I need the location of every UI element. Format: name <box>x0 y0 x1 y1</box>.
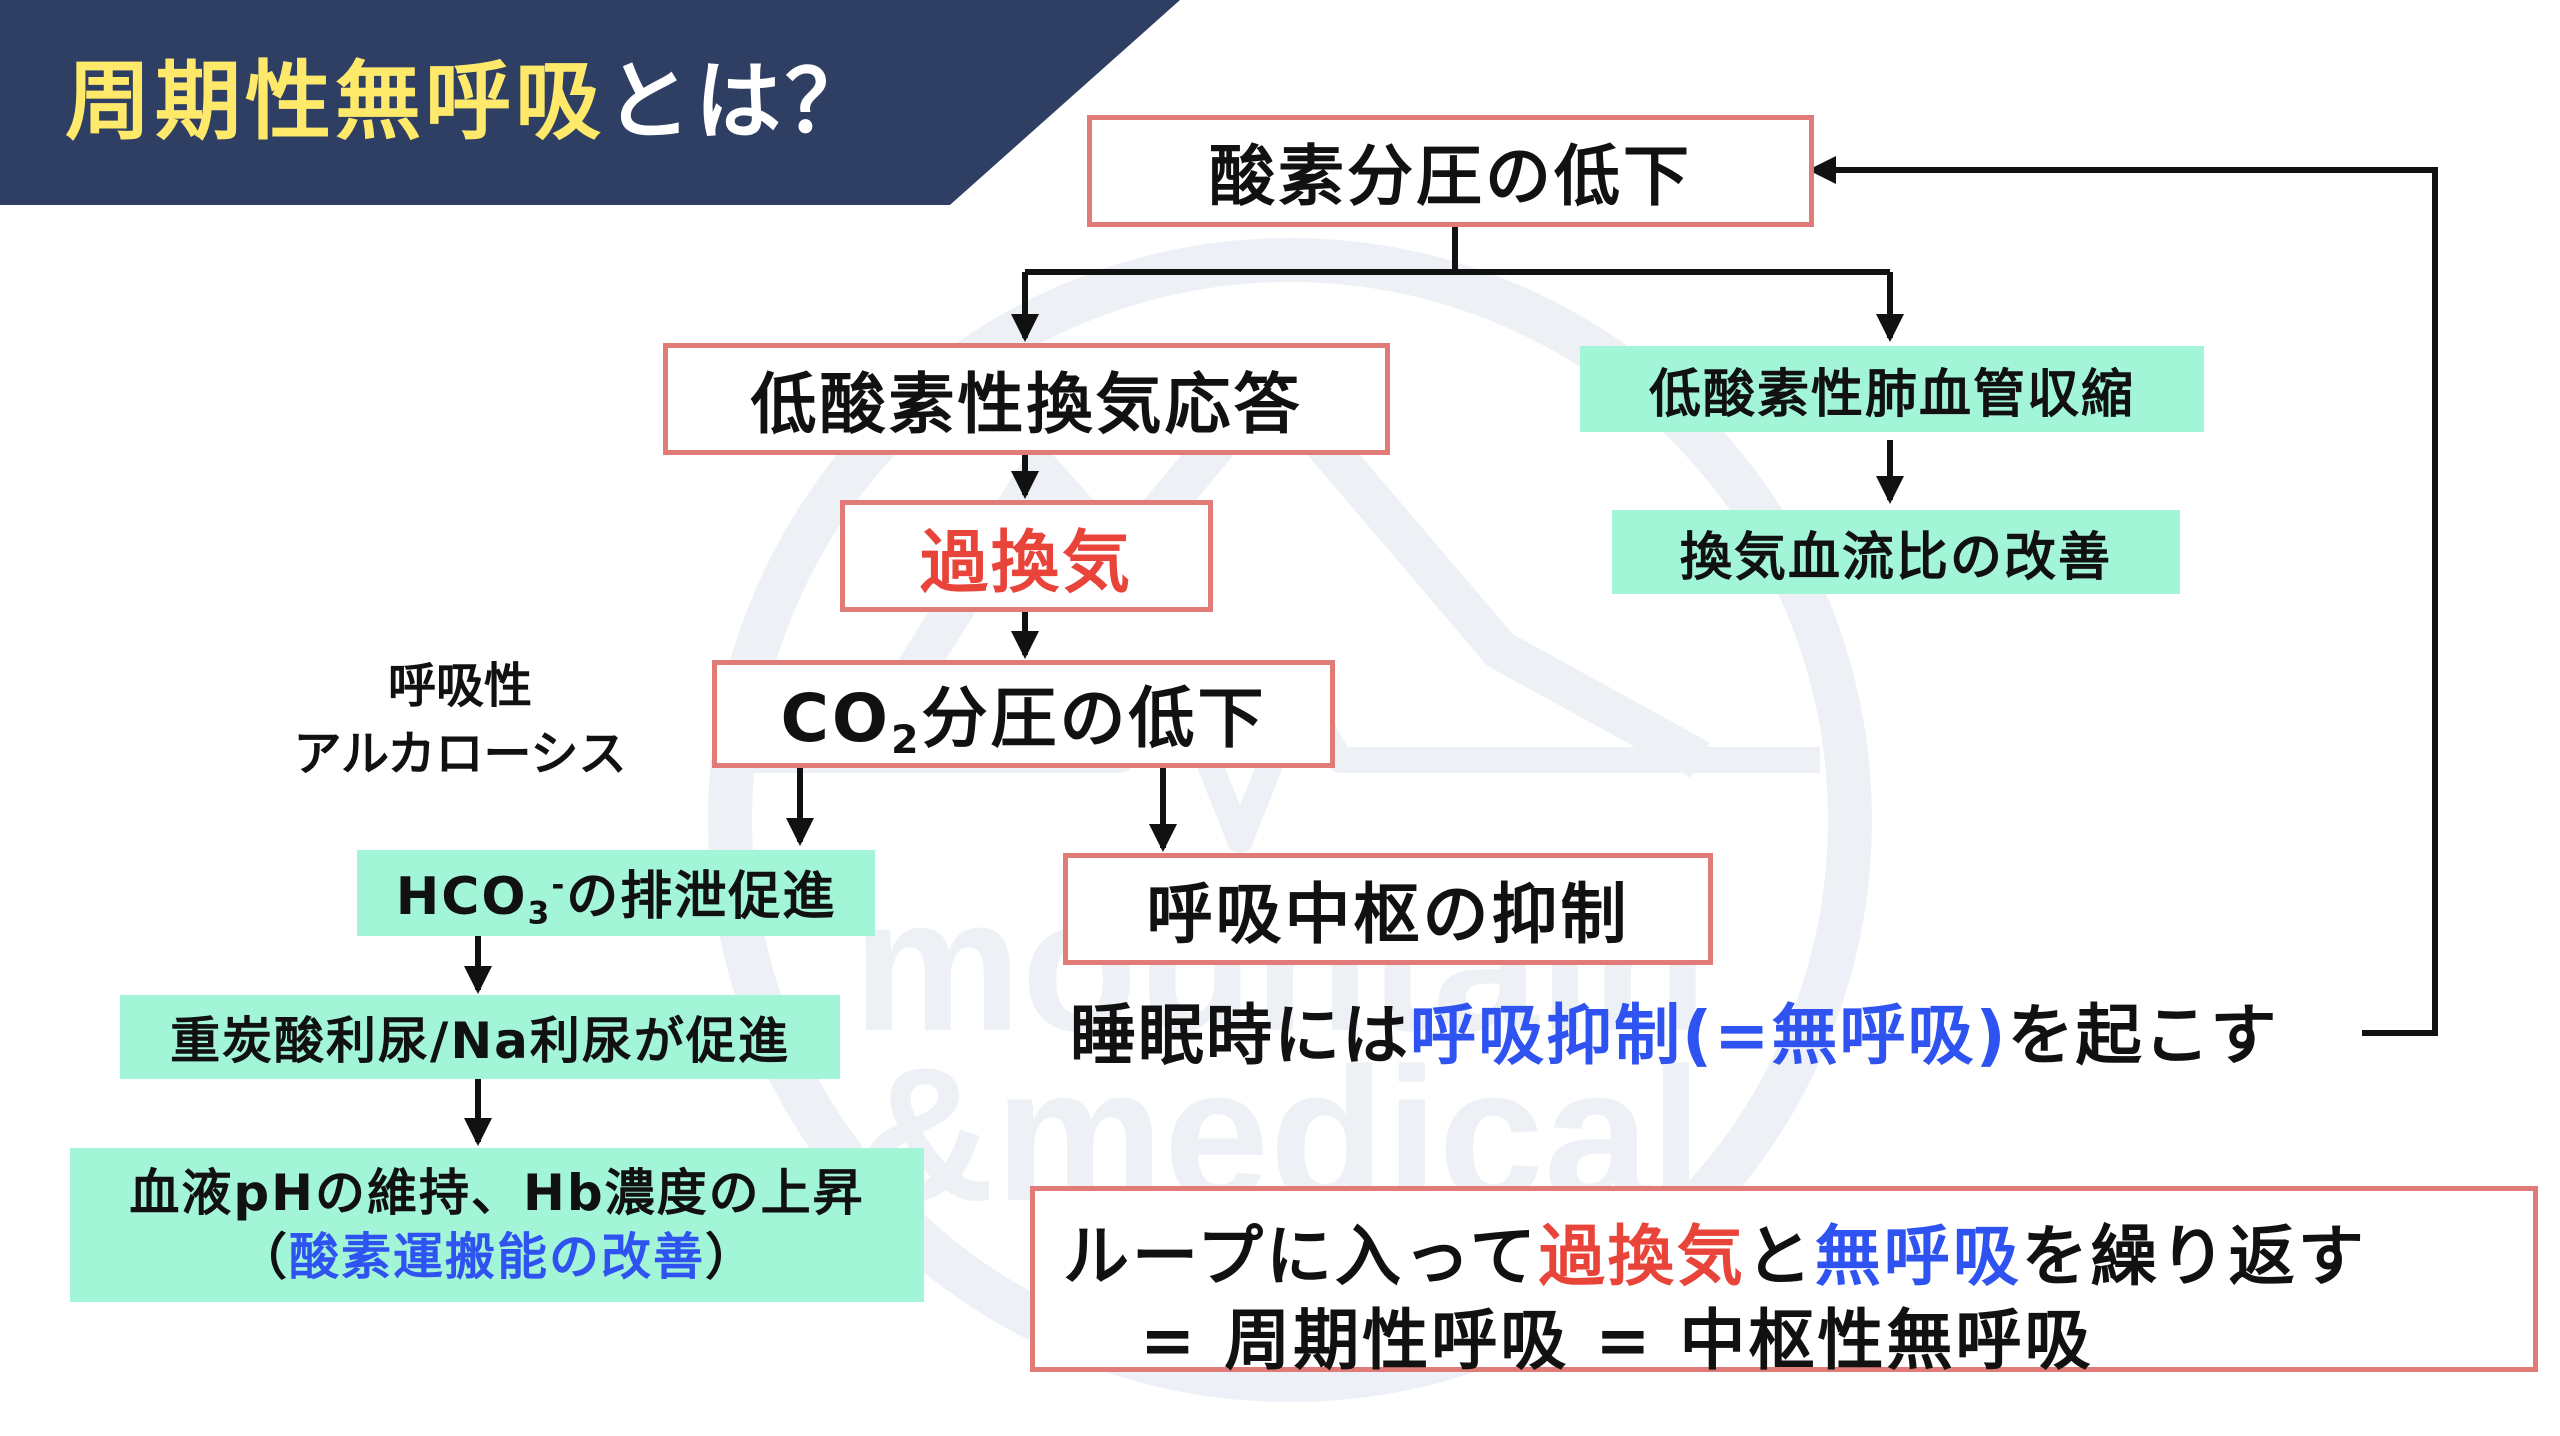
hyperventilation-label: 過換気 <box>919 523 1133 603</box>
sleep-text-blue: 呼吸抑制(=無呼吸) <box>1410 997 2008 1074</box>
hypoxic-vent-label: 低酸素性換気応答 <box>750 366 1303 443</box>
sleep-text-a: 睡眠時には <box>1070 997 1410 1074</box>
loop-blue-text: 無呼吸 <box>1814 1218 2022 1295</box>
box-ph-maintenance: 血液pHの維持、Hb濃度の上昇 （酸素運搬能の改善） <box>70 1148 924 1302</box>
loop-line1: ループに入って過換気と無呼吸を繰り返す <box>1063 1218 2367 1295</box>
sleep-statement: 睡眠時には呼吸抑制(=無呼吸)を起こす <box>1070 994 2278 1078</box>
page-title-suffix: とは？ <box>605 52 875 152</box>
box-hco3-excretion: HCO3-の排泄促進 <box>357 850 875 936</box>
box-o2-drop: 酸素分圧の低下 <box>1087 115 1814 227</box>
ph-line1: 血液pHの維持、Hb濃度の上昇 <box>129 1164 865 1222</box>
box-vq-improve: 換気血流比の改善 <box>1612 510 2180 594</box>
loop-summary-box: ループに入って過換気と無呼吸を繰り返す = 周期性呼吸 = 中枢性無呼吸 <box>1030 1186 2538 1379</box>
box-center-inhibit: 呼吸中枢の抑制 <box>1063 853 1713 965</box>
hco3-label: HCO3-の排泄促進 <box>395 867 837 932</box>
loop-line2: = 周期性呼吸 = 中枢性無呼吸 <box>1140 1302 2094 1379</box>
o2-drop-label: 酸素分圧の低下 <box>1209 138 1692 215</box>
box-hypoxic-vent: 低酸素性換気応答 <box>663 343 1390 455</box>
ph-line2: （酸素運搬能の改善） <box>237 1228 757 1286</box>
resp-alkalosis-label: 呼吸性 アルカローシス <box>270 652 650 788</box>
diuresis-label: 重炭酸利尿/Na利尿が促進 <box>170 1012 790 1070</box>
title-banner <box>0 0 1180 205</box>
loop-red-text: 過換気 <box>1538 1218 1746 1295</box>
pulm-vaso-label: 低酸素性肺血管収縮 <box>1648 364 2135 425</box>
page-title: 周期性無呼吸とは？ <box>65 42 875 162</box>
resp-alkalosis-line1: 呼吸性 <box>387 658 532 714</box>
ph-blue-text: 酸素運搬能の改善 <box>289 1228 705 1286</box>
box-diuresis: 重炭酸利尿/Na利尿が促進 <box>120 995 840 1079</box>
co2-drop-label: CO2分圧の低下 <box>780 680 1267 763</box>
center-inhibit-label: 呼吸中枢の抑制 <box>1146 876 1630 953</box>
resp-alkalosis-line2: アルカローシス <box>293 726 627 782</box>
sleep-text-b: を起こす <box>2007 997 2279 1074</box>
box-co2-drop: CO2分圧の低下 <box>712 660 1335 768</box>
box-hyperventilation: 過換気 <box>840 500 1213 612</box>
box-pulm-vaso: 低酸素性肺血管収縮 <box>1580 346 2204 432</box>
page-title-highlight: 周期性無呼吸 <box>65 52 605 152</box>
vq-improve-label: 換気血流比の改善 <box>1679 527 2112 588</box>
feedback-loop-arrow <box>1808 156 2438 1036</box>
